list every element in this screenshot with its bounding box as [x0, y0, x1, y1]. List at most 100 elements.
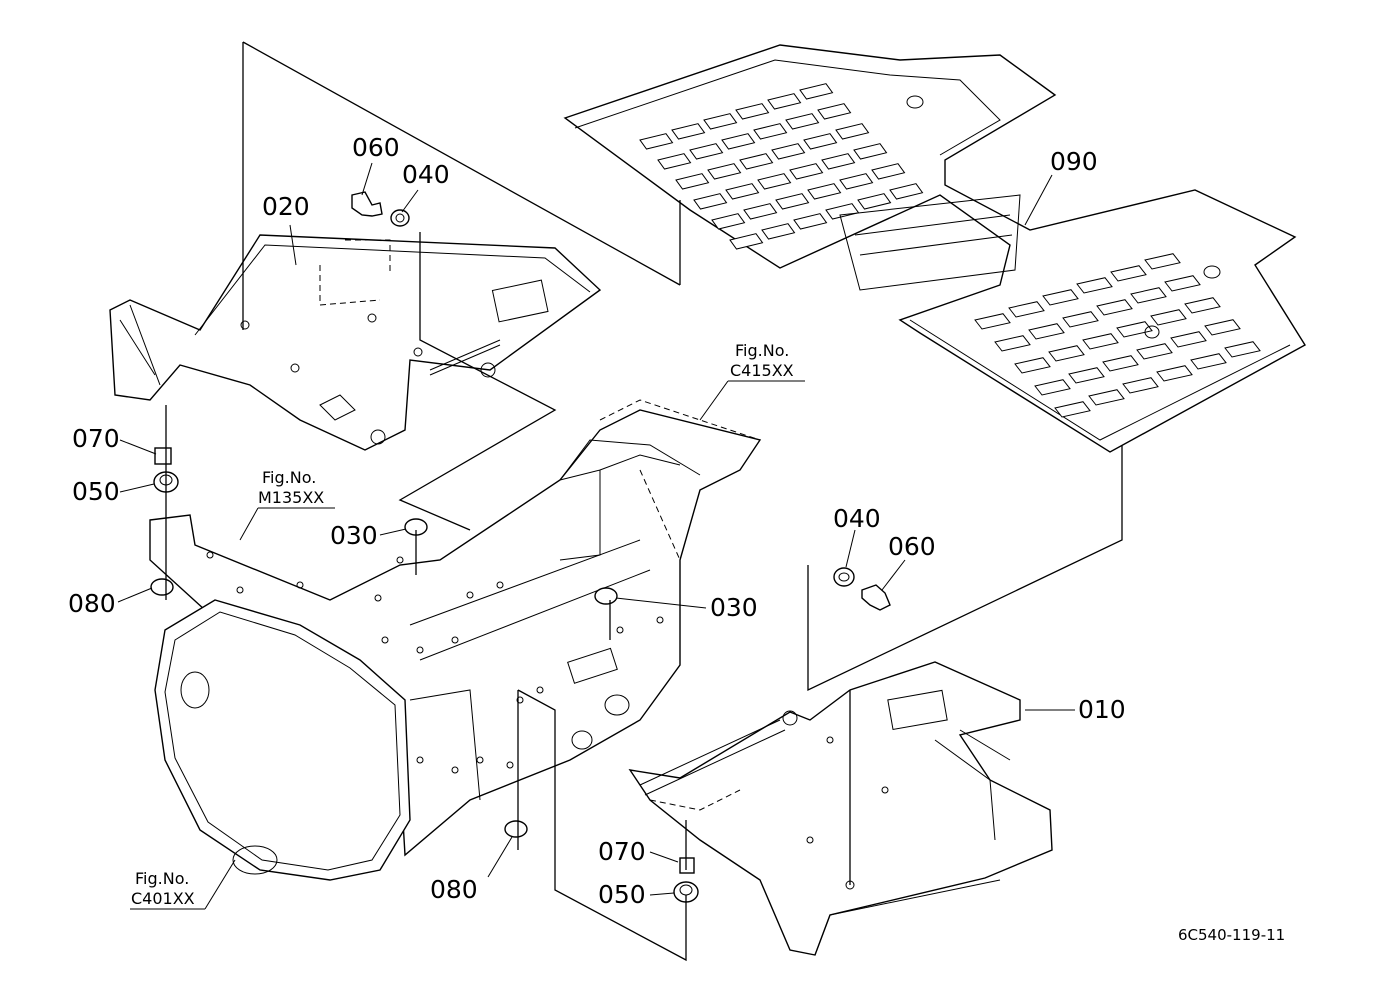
floor-mat-090: [563, 44, 1306, 453]
mat-rib: [725, 183, 760, 200]
mat-rib: [1048, 345, 1085, 362]
frame-hole: [451, 636, 459, 644]
mat-rib: [721, 133, 756, 150]
mat-rib: [1204, 319, 1241, 336]
mat-rib: [1054, 401, 1091, 418]
frame-hole: [416, 646, 424, 654]
mat-rib: [1122, 377, 1159, 394]
mat-rib: [1034, 379, 1071, 396]
mat-rib: [1170, 331, 1207, 348]
mat-rib: [817, 103, 852, 120]
mat-rib: [1076, 277, 1113, 294]
frame-hole: [296, 581, 304, 589]
fig-ref-m135-line2: M135XX: [258, 488, 324, 507]
frame-hole: [466, 591, 474, 599]
mat-rib: [803, 133, 838, 150]
callout-090: 090: [1050, 147, 1098, 176]
mat-rib: [1156, 365, 1193, 382]
mat-rib: [657, 153, 692, 170]
frame-hole: [381, 636, 389, 644]
mat-rib: [757, 173, 792, 190]
frame-hole: [516, 696, 524, 704]
mat-rib: [1190, 353, 1227, 370]
mat-rib: [799, 83, 834, 100]
callout-labels: 060 040 020 070 050 080 030 030 040 060 …: [68, 133, 1126, 909]
mat-rib: [1224, 341, 1261, 358]
mat-rib: [711, 213, 746, 230]
mat-rib: [703, 113, 738, 130]
mat-rib: [793, 213, 828, 230]
mat-rib: [707, 163, 742, 180]
floor-plate-020: [109, 234, 602, 451]
callout-050: 050: [72, 477, 120, 506]
mat-rib: [1082, 333, 1119, 350]
mat-rib: [761, 223, 796, 240]
mat-rib: [743, 203, 778, 220]
fig-ref-c415-line2: C415XX: [730, 361, 794, 380]
callout-040-right: 040: [833, 504, 881, 533]
mat-rib: [839, 173, 874, 190]
hardware: [150, 191, 891, 903]
mat-rib: [1164, 275, 1201, 292]
floor-plate-010: [628, 661, 1053, 956]
mat-rib: [785, 113, 820, 130]
mat-rib: [821, 153, 856, 170]
callout-080: 080: [68, 589, 116, 618]
mat-rib: [857, 193, 892, 210]
fig-ref-c415-line1: Fig.No.: [735, 341, 789, 360]
mat-rib: [1130, 287, 1167, 304]
mat-rib: [767, 93, 802, 110]
callout-070-right: 070: [598, 837, 646, 866]
callout-040: 040: [402, 160, 450, 189]
frame-hole: [476, 756, 484, 764]
fig-ref-m135-line1: Fig.No.: [262, 468, 316, 487]
mat-rib: [729, 233, 764, 250]
mat-rib: [1102, 355, 1139, 372]
frame-hole: [496, 581, 504, 589]
mat-rib: [1014, 357, 1051, 374]
mat-rib: [835, 123, 870, 140]
callout-030-right: 030: [710, 593, 758, 622]
frame-hole: [374, 594, 382, 602]
mat-rib: [789, 163, 824, 180]
figure-references: Fig.No. C415XX Fig.No. M135XX Fig.No. C4…: [131, 341, 794, 908]
callout-020: 020: [262, 192, 310, 221]
mat-rib: [689, 143, 724, 160]
mat-rib: [1088, 389, 1125, 406]
mat-rib: [1150, 309, 1187, 326]
mat-rib: [639, 133, 674, 150]
mat-rib: [1110, 265, 1147, 282]
mat-rib: [775, 193, 810, 210]
drawing-code: 6C540-119-11: [1178, 926, 1285, 944]
frame-hole: [396, 556, 404, 564]
callout-070: 070: [72, 424, 120, 453]
mat-rib: [1042, 289, 1079, 306]
transmission-frame: [149, 399, 762, 881]
mat-rib: [1116, 321, 1153, 338]
mat-rib: [671, 123, 706, 140]
frame-hole: [656, 616, 664, 624]
mat-rib: [871, 163, 906, 180]
frame-hole: [416, 756, 424, 764]
mat-rib: [675, 173, 710, 190]
mat-rib: [853, 143, 888, 160]
mat-rib: [739, 153, 774, 170]
fig-ref-c401-line2: C401XX: [131, 889, 195, 908]
mat-rib: [1184, 297, 1221, 314]
frame-hole: [451, 766, 459, 774]
mat-rib: [1068, 367, 1105, 384]
mat-rib: [1008, 301, 1045, 318]
callout-leaders: [117, 162, 1075, 910]
callout-080-centre: 080: [430, 875, 478, 904]
frame-hole: [536, 686, 544, 694]
mat-rib: [1062, 311, 1099, 328]
mat-rib: [1028, 323, 1065, 340]
assembly-lines: [165, 41, 1123, 962]
frame-hole: [236, 586, 244, 594]
fig-ref-c401-line1: Fig.No.: [135, 869, 189, 888]
mat-rib: [771, 143, 806, 160]
frame-hole: [616, 626, 624, 634]
mat-rib: [693, 193, 728, 210]
